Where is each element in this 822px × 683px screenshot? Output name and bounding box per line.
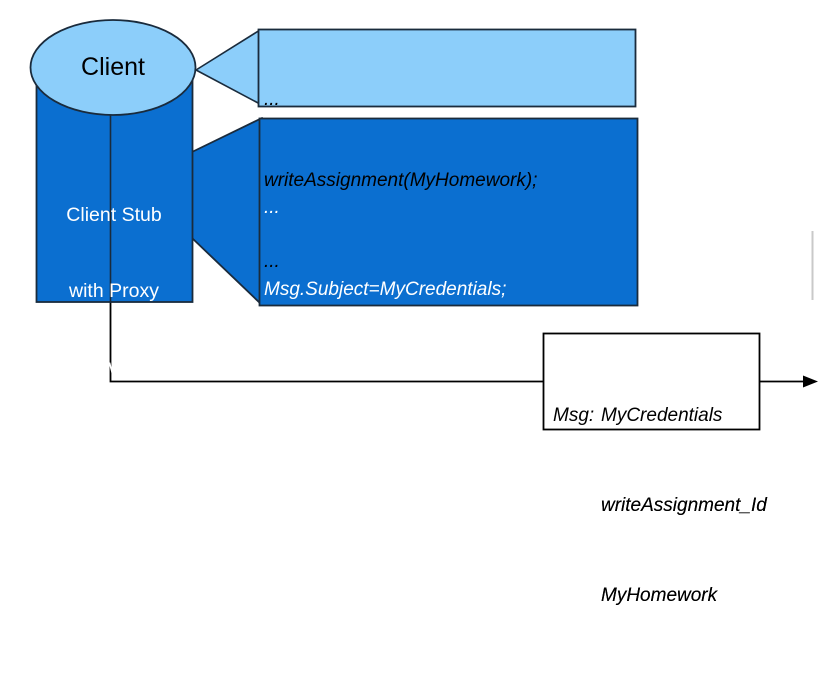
callout-stub-line-6: ...: [264, 604, 280, 626]
message-box-row-3-top: MyHomework: [553, 581, 749, 611]
message-box-field-2: writeAssignment_Id: [601, 495, 767, 517]
message-box-field-3-top: MyHomework: [601, 585, 718, 607]
callout-stub-box: [258, 117, 639, 307]
callout-application-box: [257, 28, 637, 108]
message-box-shape-layer: [542, 332, 761, 431]
client-ellipse: [29, 19, 197, 116]
diagram-canvas: Client Client Stub with Proxy (here with…: [29, 19, 818, 607]
message-box-row-3: MyHomework: [553, 581, 749, 611]
message-box-field-3: MyHomework: [601, 585, 718, 607]
message-box-rect: [542, 332, 761, 431]
connector-arrow-head: [803, 375, 818, 388]
message-box-row-2: writeAssignment_Id: [553, 491, 767, 521]
diagram-shapes: [29, 19, 818, 388]
message-box-row-2-top: writeAssignment_Id: [553, 491, 767, 521]
callout-stub-line-5: send(Server, Msg);: [264, 523, 425, 545]
callout-stub-line-4: Msg.Params= MyHomework;: [264, 441, 509, 463]
message-box-field-2-top: writeAssignment_Id: [601, 495, 767, 517]
